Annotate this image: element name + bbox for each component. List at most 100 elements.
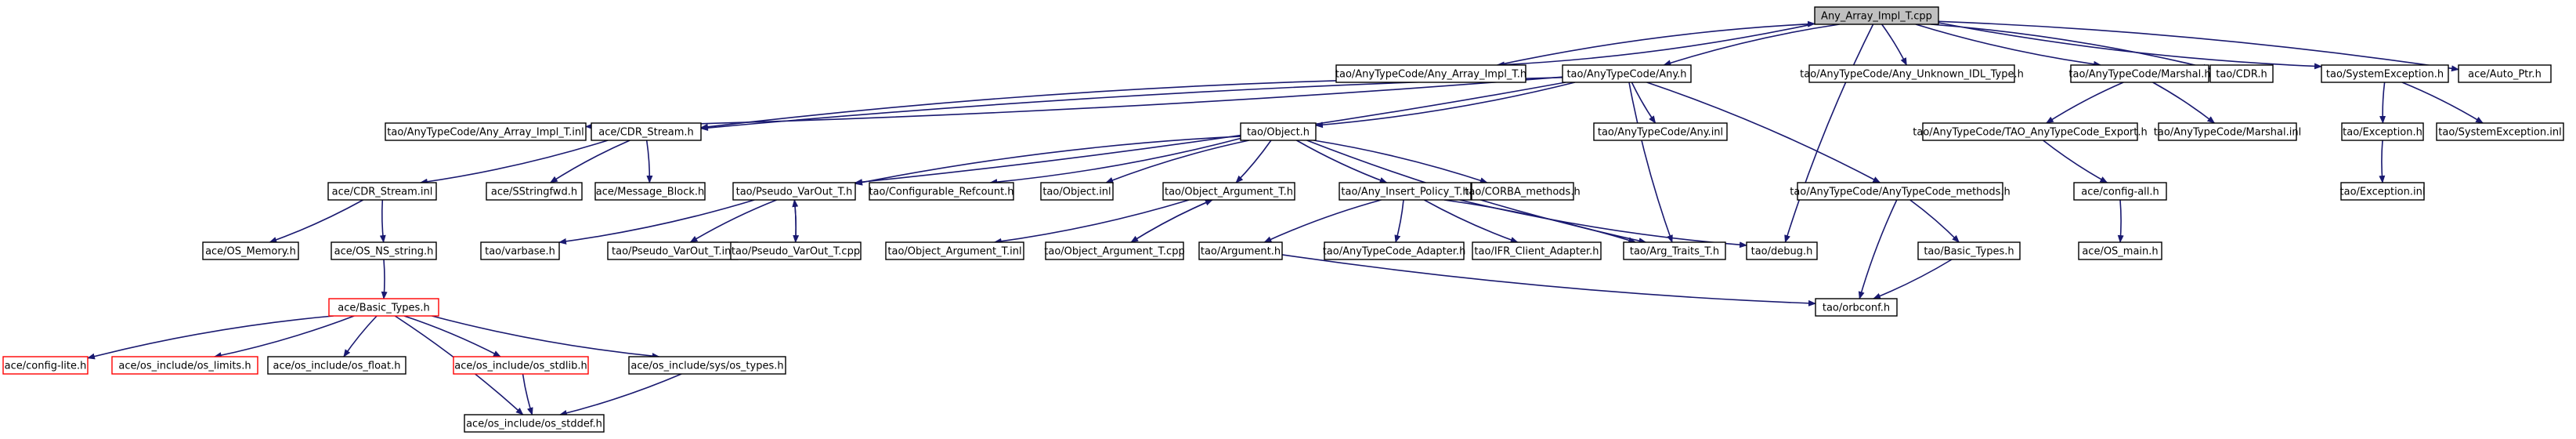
node-anyinserth[interactable]: tao/Any_Insert_Policy_T.h [1339,182,1472,201]
node-objargh[interactable]: tao/Object_Argument_T.h [1162,182,1295,201]
node-sysexh[interactable]: tao/SystemException.h [2321,64,2449,83]
node-cdrh[interactable]: tao/CDR.h [2209,64,2274,83]
edge-n_objargcpp-to-n_objargh [1130,199,1213,243]
edge-root-to-n_sysexh [1938,22,2322,70]
node-autoptr[interactable]: ace/Auto_Ptr.h [2458,64,2552,83]
node-taoexport[interactable]: tao/AnyTypeCode/TAO_AnyTypeCode_Export.h [1913,122,2148,141]
node-label: tao/AnyTypeCode/Any_Array_Impl_T.inl [387,127,583,139]
edge-n_cdrstreamh-to-n_msgblock [645,140,653,183]
edge-n_pseudoh-to-n_pseudoinl [689,199,777,243]
node-sysexinl[interactable]: tao/SystemException.inl [2436,122,2564,141]
node-aaith[interactable]: tao/AnyTypeCode/Any_Array_Impl_T.h [1335,64,1526,83]
node-objectinl[interactable]: tao/Object.inl [1040,182,1114,201]
node-configrefcount[interactable]: tao/Configurable_Refcount.h [869,182,1014,201]
node-cdrstreaminl[interactable]: ace/CDR_Stream.inl [327,182,437,201]
node-osmemory[interactable]: ace/OS_Memory.h [202,241,299,260]
node-adapterh[interactable]: tao/AnyTypeCode_Adapter.h [1323,241,1466,260]
node-argumenth[interactable]: tao/Argument.h [1198,241,1283,260]
node-box [1623,241,1726,260]
edge-n_basictypes_ace-to-n_ostypes [432,315,660,360]
node-basictypes-ace[interactable]: ace/Basic_Types.h [328,298,439,317]
node-corbamethods[interactable]: tao/CORBA_methods.h [1465,182,1581,201]
node-sstringfwd[interactable]: ace/SStringfwd.h [486,182,583,201]
node-exceptioninl[interactable]: tao/Exception.inl [2340,182,2426,201]
node-anyh[interactable]: tao/AnyTypeCode/Any.h [1562,64,1692,83]
edge-n_basictypes_ace-to-n_configlite [87,315,334,360]
node-ostypes[interactable]: ace/os_include/sys/os_types.h [628,356,786,375]
node-label: tao/Basic_Types.h [1924,246,2014,258]
node-box [1808,64,2015,83]
node-pseudoh[interactable]: tao/Pseudo_VarOut_T.h [732,182,856,201]
node-ifrclient[interactable]: tao/IFR_Client_Adapter.h [1472,241,1602,260]
edge-n_exceptionh-to-n_exceptioninl [2379,140,2386,183]
node-label: tao/AnyTypeCode/Any_Unknown_IDL_Type.h [1800,69,2024,81]
edge-n_anyh-to-n_methodsh [1646,82,1881,183]
edge-n_basictypes_ace-to-n_oslimits [213,315,355,359]
edge-n_marshalh-to-n_marshalinl [2152,82,2216,124]
node-marshalh[interactable]: tao/AnyTypeCode/Marshal.h [2068,64,2211,83]
node-box [2070,64,2209,83]
node-aaitinl[interactable]: tao/AnyTypeCode/Any_Array_Impl_T.inl [385,122,587,141]
node-pseudocpp[interactable]: tao/Pseudo_VarOut_T.cpp [730,241,862,260]
node-box [453,356,589,375]
edge-n_objecth-to-n_objectinl [1105,140,1249,183]
node-cdrstreamh[interactable]: ace/CDR_Stream.h [591,122,702,141]
node-box [202,241,299,260]
edge-n_marshalh-to-n_taoexport [2045,82,2124,124]
edge-root-to-n_cdrh [1931,24,2211,71]
node-label: tao/AnyTypeCode/Any_Array_Impl_T.h [1335,69,1526,81]
edge-n_anyh-to-n_argtraits [1628,82,1673,243]
node-objargcpp[interactable]: tao/Object_Argument_T.cpp [1044,241,1185,260]
node-label: tao/CDR.h [2216,69,2267,81]
node-label: ace/os_include/os_limits.h [118,361,251,372]
node-osmain[interactable]: ace/OS_main.h [2078,241,2162,260]
node-label: tao/debug.h [1751,246,1813,258]
edge-n_sysexh-to-n_sysexinl [2401,82,2484,124]
node-osstddef[interactable]: ace/os_include/os_stddef.h [464,414,605,433]
node-box [1472,241,1602,260]
edge-n_aaith-to-root [1497,20,1815,66]
edge-n_objecth-to-n_corbamethods [1313,140,1488,183]
node-objarginl[interactable]: tao/Object_Argument_T.inl [885,241,1024,260]
node-orbconf[interactable]: tao/orbconf.h [1815,298,1898,317]
node-osstdlib[interactable]: ace/os_include/os_stdlib.h [453,356,589,375]
node-oslimits[interactable]: ace/os_include/os_limits.h [111,356,258,375]
node-box [591,122,702,141]
node-unknown[interactable]: tao/AnyTypeCode/Any_Unknown_IDL_Type.h [1800,64,2024,83]
edge-n_anyinserth-to-n_adapterh [1394,199,1404,243]
node-box [1339,182,1472,201]
node-label: tao/AnyTypeCode_Adapter.h [1323,246,1466,258]
node-root[interactable]: Any_Array_Impl_T.cpp [1814,6,1939,25]
node-box [1335,64,1526,83]
node-label: tao/AnyTypeCode/Marshal.h [2068,69,2210,81]
edge-n_anyh-to-n_objecth [1315,82,1576,129]
node-basictypes-tao[interactable]: tao/Basic_Types.h [1917,241,2021,260]
node-varbase[interactable]: tao/varbase.h [480,241,560,260]
node-methodsh[interactable]: tao/AnyTypeCode/AnyTypeCode_methods.h [1790,182,2011,201]
node-configlite[interactable]: ace/config-lite.h [2,356,89,375]
node-exceptionh[interactable]: tao/Exception.h [2341,122,2424,141]
node-label: ace/os_include/sys/os_types.h [630,361,783,372]
node-msgblock[interactable]: ace/Message_Block.h [594,182,706,201]
edge-n_anyinserth-to-n_argumenth [1263,199,1382,243]
node-box [1162,182,1295,201]
node-label: tao/Exception.h [2343,127,2422,139]
node-osnsstring[interactable]: ace/OS_NS_string.h [331,241,437,260]
edge-n_anyinserth-to-n_ifrclient [1423,199,1519,243]
node-box [2340,182,2425,201]
node-label: tao/Exception.inl [2340,187,2426,198]
node-pseudoinl[interactable]: tao/Pseudo_VarOut_T.inl [607,241,739,260]
node-configall[interactable]: ace/config-all.h [2073,182,2167,201]
node-box [1917,241,2021,260]
node-label: ace/OS_main.h [2082,246,2158,258]
edge-n_osstdlib-to-n_osstddef [522,373,533,415]
node-objecth[interactable]: tao/Object.h [1240,122,1317,141]
node-osfloat[interactable]: ace/os_include/os_float.h [267,356,406,375]
edge-root-to-n_autoptr [1938,20,2459,72]
node-argtraits[interactable]: tao/Arg_Traits_T.h [1623,241,1726,260]
node-marshalinl[interactable]: tao/AnyTypeCode/Marshal.inl [2154,122,2301,141]
node-label: ace/SStringfwd.h [491,187,577,198]
node-anyinl[interactable]: tao/AnyTypeCode/Any.inl [1593,122,1728,141]
node-debugh[interactable]: tao/debug.h [1746,241,1818,260]
